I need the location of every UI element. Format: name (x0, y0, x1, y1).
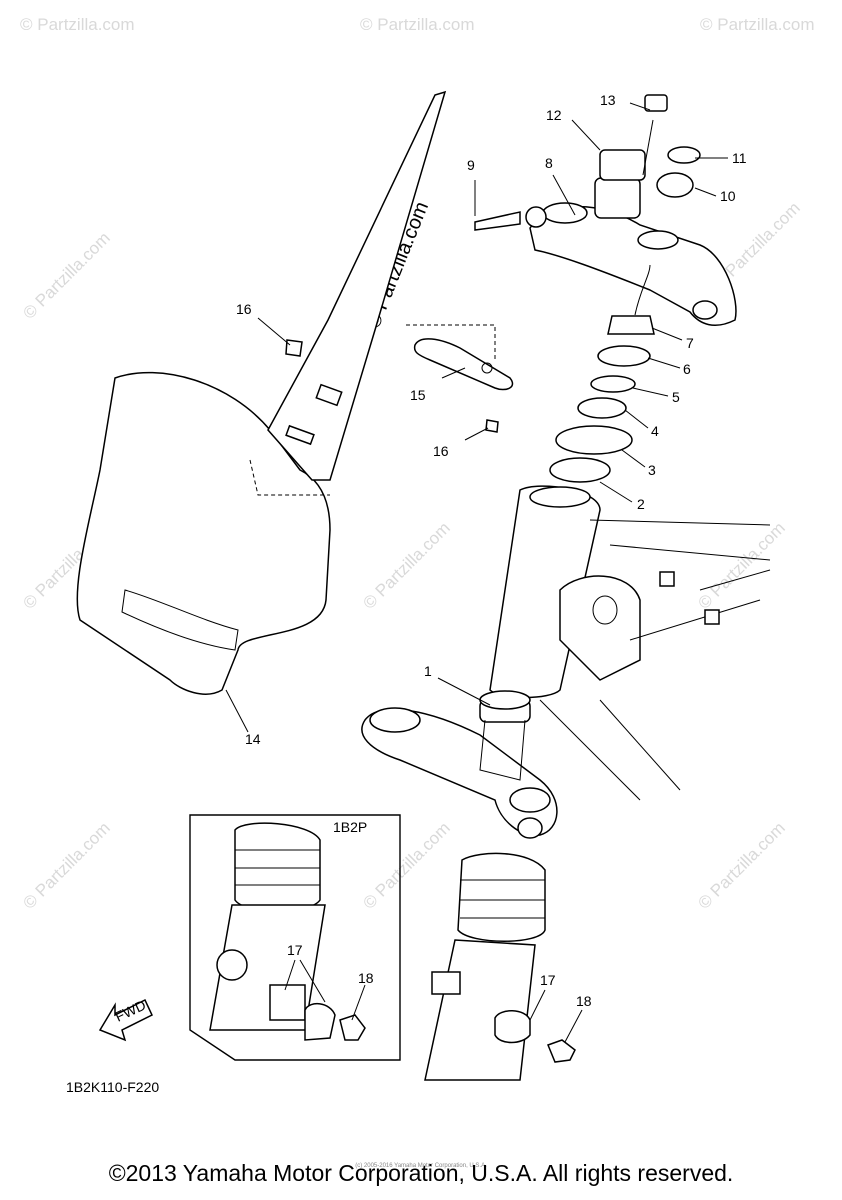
diagram-code: 1B2K110-F220 (66, 1079, 159, 1095)
callout-14: 14 (245, 731, 261, 747)
callout-18a: 18 (358, 970, 374, 986)
steering-stack (549, 264, 655, 483)
callout-17b: 17 (540, 972, 556, 988)
callout-8: 8 (545, 155, 553, 171)
inset-label: 1B2P (333, 819, 367, 835)
callout-12: 12 (546, 107, 562, 123)
frame (489, 485, 771, 801)
leader-lines (225, 102, 728, 1043)
callout-15: 15 (410, 387, 426, 403)
number-plate (76, 90, 496, 695)
watermark: © Partzilla.com (700, 15, 815, 34)
inset-box: 1B2P (189, 814, 401, 1061)
callout-18b: 18 (576, 993, 592, 1009)
callout-6: 6 (683, 361, 691, 377)
callout-9: 9 (467, 157, 475, 173)
callout-11: 11 (732, 150, 747, 166)
callouts: 1 2 3 4 5 6 7 8 9 10 11 12 13 14 15 16 1… (66, 92, 747, 1095)
callout-5: 5 (672, 389, 680, 405)
callout-17a: 17 (287, 942, 303, 958)
callout-10: 10 (720, 188, 736, 204)
small-copyright: (c) 2005-2016 Yamaha Motor Corporation, … (355, 1163, 487, 1169)
lock-plate (285, 338, 514, 433)
callout-7: 7 (686, 335, 694, 351)
watermark: © Partzilla.com (694, 518, 788, 612)
watermark: © Partzilla.com (19, 228, 113, 322)
right-fork (424, 852, 576, 1081)
watermark: © Partzilla.com (359, 818, 453, 912)
watermark: © Partzilla.com (359, 518, 453, 612)
callout-13: 13 (600, 92, 616, 108)
watermark: © Partzilla.com (19, 818, 113, 912)
copyright-footer: ©2013 Yamaha Motor Corporation, U.S.A. A… (108, 1160, 734, 1186)
watermark: © Partzilla.com (694, 818, 788, 912)
callout-16b: 16 (433, 443, 449, 459)
fwd-arrow: FWD (98, 997, 153, 1042)
lower-bracket (361, 690, 558, 839)
watermark: © Partzilla.com (20, 15, 135, 34)
callout-16a: 16 (236, 301, 252, 317)
watermark: © Partzilla.com (360, 15, 475, 34)
callout-4: 4 (651, 423, 659, 439)
callout-3: 3 (648, 462, 656, 478)
upper-bracket (474, 94, 737, 327)
callout-1: 1 (424, 663, 432, 679)
callout-2: 2 (637, 496, 645, 512)
